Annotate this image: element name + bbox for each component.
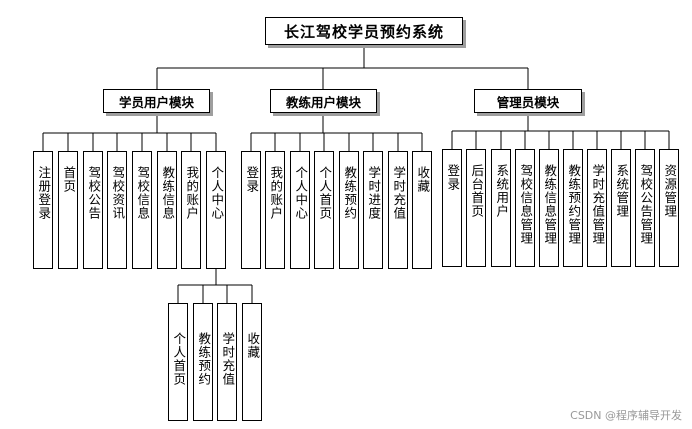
admin-leaf: 驾校信息管理 [515,149,535,267]
module-student-box: 学员用户模块 [103,89,210,113]
coach-leaf: 个人中心 [290,151,310,269]
admin-leaf: 教练预约管理 [563,149,583,267]
coach-leaf: 登录 [241,151,261,269]
student-leaf: 教练信息 [157,151,177,269]
admin-leaf: 系统管理 [611,149,631,267]
student-leaf: 驾校公告 [83,151,103,269]
student-leaf: 注册登录 [33,151,53,269]
module-student-label: 学员用户模块 [118,94,194,110]
personal-center-leaf: 学时充值 [217,303,237,421]
admin-leaf: 驾校公告管理 [635,149,655,267]
coach-leaf: 学时进度 [363,151,383,269]
admin-leaf: 系统用户 [491,149,511,267]
student-leaf-personal-center: 个人中心 [206,151,226,269]
admin-leaf: 教练信息管理 [539,149,559,267]
coach-leaf: 我的账户 [265,151,285,269]
admin-leaf: 学时充值管理 [587,149,607,267]
coach-leaf: 教练预约 [339,151,359,269]
personal-center-leaf: 教练预约 [193,303,213,421]
coach-leaf: 学时充值 [388,151,408,269]
module-admin-label: 管理员模块 [496,94,560,110]
personal-center-leaf: 收藏 [242,303,262,421]
coach-leaf: 个人首页 [314,151,334,269]
student-leaf: 驾校信息 [132,151,152,269]
system-title: 长江驾校学员预约系统 [283,22,444,41]
admin-leaf: 资源管理 [659,149,679,267]
admin-leaf: 登录 [442,149,462,267]
module-admin-box: 管理员模块 [474,89,582,113]
admin-leaf: 后台首页 [466,149,486,267]
personal-center-leaf: 个人首页 [168,303,188,421]
student-leaf: 首页 [58,151,78,269]
coach-leaf: 收藏 [412,151,432,269]
student-leaf: 驾校资讯 [107,151,127,269]
module-coach-box: 教练用户模块 [270,89,377,113]
system-title-box: 长江驾校学员预约系统 [265,17,463,45]
module-coach-label: 教练用户模块 [285,94,361,110]
csdn-watermark: CSDN @程序辅导开发 [570,409,682,422]
student-leaf: 我的账户 [181,151,201,269]
